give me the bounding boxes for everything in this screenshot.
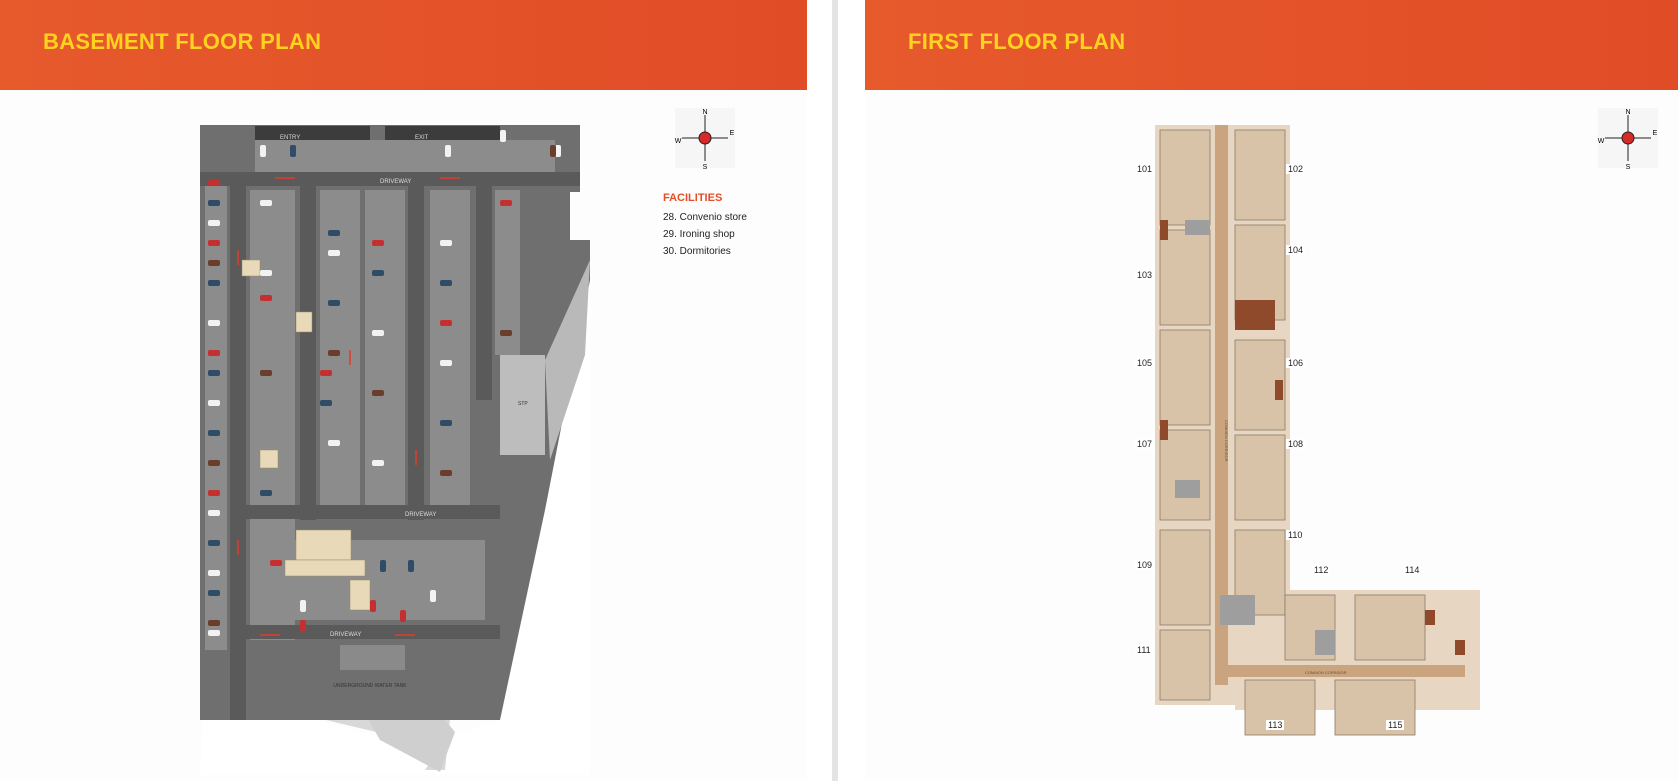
svg-text:E: E (1653, 130, 1658, 137)
svg-text:W: W (1598, 138, 1605, 145)
driveway-label-bottom: DRIVEWAY (330, 632, 361, 638)
entry-label: ENTRY (280, 135, 300, 141)
svg-text:E: E (730, 130, 735, 137)
unit-label-104: 104 (1286, 245, 1306, 255)
corridor-label-vertical: COMMON CORRIDOR (1224, 420, 1229, 462)
svg-text:N: N (1625, 109, 1630, 116)
unit-label-105: 105 (1135, 358, 1155, 368)
unit-label-110: 110 (1286, 530, 1305, 540)
unit-label-111: 111 (1135, 645, 1153, 655)
unit-label-102: 102 (1286, 164, 1306, 174)
basement-floor-plan: ENTRY EXIT DRIVEWAY DRIVEWAY DRIVEWAY (200, 125, 590, 775)
facilities-list: FACILITIES 28. Convenio store 29. Ironin… (663, 192, 747, 263)
basement-page: BASEMENT FLOOR PLAN ENTRY EXIT (0, 0, 807, 781)
facility-item: 29. Ironing shop (663, 229, 735, 240)
unit-label-103: 103 (1135, 270, 1155, 280)
driveway-label-mid: DRIVEWAY (405, 512, 436, 518)
facility-item: 28. Convenio store (663, 212, 747, 223)
unit-label-113: 113 (1266, 720, 1285, 730)
facilities-heading: FACILITIES (663, 192, 723, 204)
driveway-label-top: DRIVEWAY (380, 179, 411, 185)
gutter-divider (832, 0, 838, 781)
stp-label: STP (518, 401, 528, 407)
facility-item: 30. Dormitories (663, 246, 731, 257)
north-compass-first-floor: N S E W (1593, 103, 1663, 173)
basement-title: BASEMENT FLOOR PLAN (43, 29, 322, 54)
unit-label-101: 101 (1135, 164, 1155, 174)
svg-text:S: S (703, 164, 708, 171)
parked-cars (208, 130, 561, 662)
unit-label-107: 107 (1135, 439, 1155, 449)
svg-text:W: W (675, 138, 682, 145)
first-floor-plan: COMMON CORRIDOR COMMON CORRIDOR (1155, 125, 1480, 736)
north-compass-basement: N S E W (670, 103, 740, 173)
first-floor-banner: FIRST FLOOR PLAN (865, 0, 1678, 90)
exit-label: EXIT (415, 135, 429, 141)
basement-banner: BASEMENT FLOOR PLAN (0, 0, 807, 90)
unit-label-114: 114 (1403, 565, 1422, 575)
page-gutter (807, 0, 865, 781)
unit-label-109: 109 (1135, 560, 1155, 570)
unit-label-106: 106 (1286, 358, 1306, 368)
unit-label-115: 115 (1386, 720, 1405, 730)
svg-text:S: S (1626, 164, 1631, 171)
svg-text:N: N (702, 109, 707, 116)
unit-label-112: 112 (1312, 565, 1331, 575)
first-floor-page: FIRST FLOOR PLAN COMMON CORRIDOR COMMON … (865, 0, 1678, 781)
first-floor-title: FIRST FLOOR PLAN (908, 29, 1126, 54)
underground-tank-label: UNDERGROUND WATER TANK (333, 683, 407, 689)
unit-label-108: 108 (1286, 439, 1306, 449)
corridor-label-horizontal: COMMON CORRIDOR (1305, 670, 1347, 675)
